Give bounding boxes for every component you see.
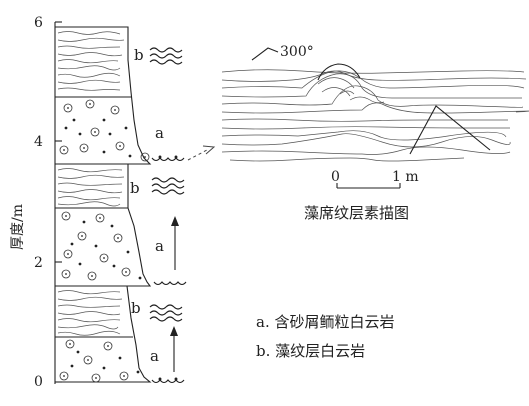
stratigraphic-column (55, 26, 152, 383)
wavy-laminae-icon (149, 304, 183, 322)
unit-annotations: b a b a b a (130, 46, 216, 384)
algal-laminae-lower (57, 290, 123, 336)
scour-symbol-icon (151, 155, 185, 162)
tick-label-6: 6 (34, 15, 43, 31)
upward-arrow-icon (170, 326, 178, 372)
sketch-title: 藻席纹层素描图 (304, 204, 409, 222)
legend-item-a: a. 含砂屑鲕粒白云岩 (256, 313, 394, 331)
unit-letter-a-upper: a (155, 124, 164, 142)
upward-arrow-icon (171, 216, 179, 270)
scale-zero-label: 0 (331, 169, 340, 185)
ooid-grains-upper (59, 99, 150, 162)
scour-symbol-icon (151, 377, 185, 384)
wavy-laminae-icon (149, 47, 183, 65)
axis-title: 厚度/m (10, 204, 26, 250)
dip-label: 300° (280, 44, 314, 60)
algal-mat-sketch: 300° 0 1 m 藻席纹层素描图 (221, 44, 529, 222)
wavy-laminae-icon (151, 177, 185, 195)
algal-laminae-top (57, 31, 125, 91)
ooid-grains-lower (59, 339, 140, 383)
scale-value-label: 1 m (392, 169, 419, 185)
ooid-grains-middle (61, 211, 142, 281)
scour-symbol-icon (153, 281, 187, 286)
unit-letter-a-middle: a (155, 237, 164, 255)
tick-label-2: 2 (34, 255, 43, 271)
unit-letter-b-top: b (134, 46, 144, 64)
legend: a. 含砂屑鲕粒白云岩 b. 藻纹层白云岩 (256, 313, 394, 360)
tick-label-0: 0 (34, 374, 43, 390)
sketch-pointer-arrow (187, 145, 216, 161)
unit-letter-b-middle: b (130, 179, 140, 197)
thickness-axis: 6 4 2 0 厚度/m (10, 15, 62, 390)
unit-letter-a-lower: a (150, 347, 159, 365)
algal-laminae-middle (57, 168, 125, 207)
unit-letter-b-lower: b (131, 299, 141, 317)
scale-bar: 0 1 m (331, 169, 419, 189)
tick-label-4: 4 (34, 134, 43, 150)
legend-item-b: b. 藻纹层白云岩 (256, 342, 365, 360)
